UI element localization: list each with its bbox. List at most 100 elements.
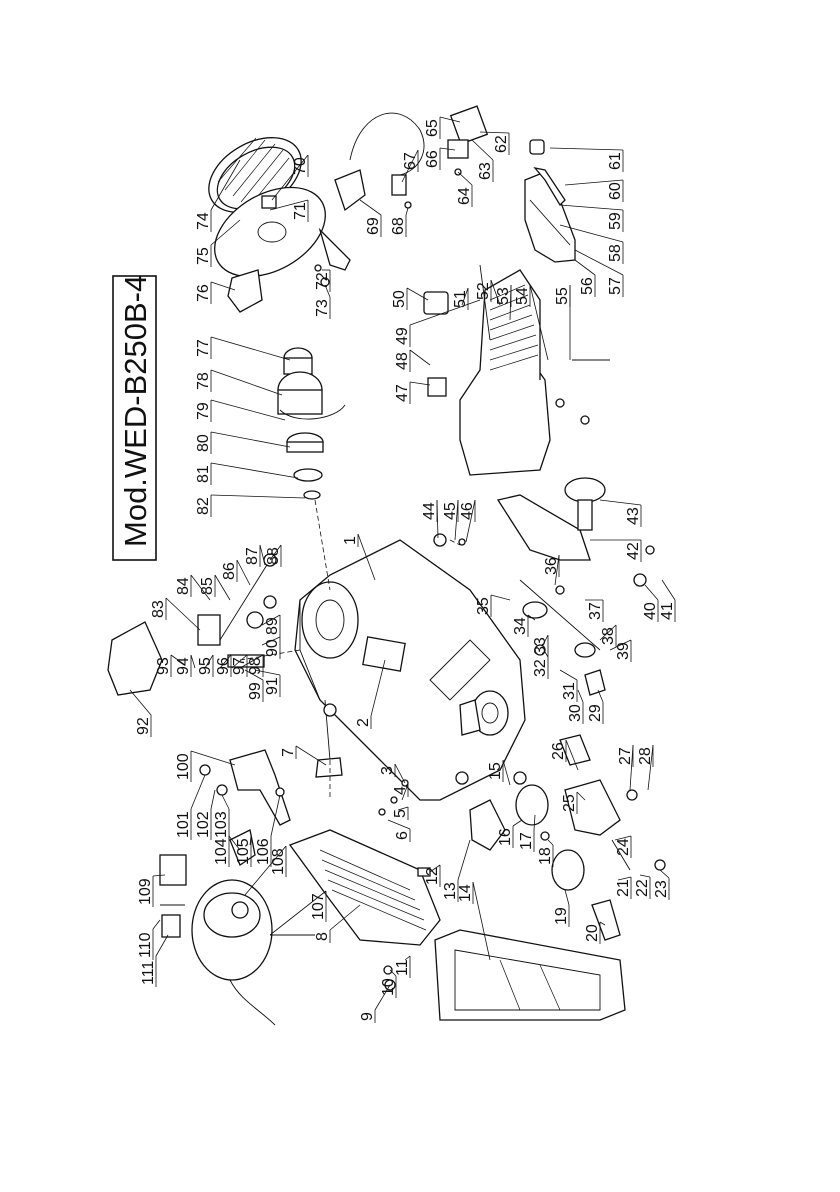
part-label-26: 26 [550, 739, 579, 771]
leader-line [269, 544, 282, 561]
leader-line [249, 835, 252, 846]
part-number: 82 [195, 497, 212, 515]
leader-line [152, 874, 166, 877]
part-number: 84 [175, 577, 192, 595]
part-number: 60 [607, 182, 624, 200]
part-label-96: 96 [215, 654, 232, 677]
part-label-68: 68 [390, 207, 409, 237]
part-number: 51 [452, 290, 469, 308]
part-number: 17 [518, 832, 535, 850]
part-number: 86 [221, 562, 238, 580]
part-number: 49 [394, 327, 411, 345]
part-label-40: 40 [642, 584, 659, 622]
leader-line [565, 739, 579, 771]
part-number: 110 [137, 932, 154, 958]
part-label-29: 29 [587, 689, 604, 724]
part-number: 99 [247, 682, 264, 700]
part-label-8: 8 [314, 904, 361, 943]
leader-line [542, 634, 549, 646]
leader-line [210, 789, 216, 810]
part-number: 29 [587, 704, 604, 722]
part-label-104: 104 [213, 835, 241, 867]
part-number: 21 [615, 879, 632, 897]
part-label-55: 55 [554, 285, 571, 360]
leader-line [190, 574, 211, 601]
part-label-103: 103 [213, 794, 230, 840]
leader-line [210, 431, 291, 448]
part-label-88: 88 [265, 544, 282, 567]
leader-line [374, 984, 391, 1011]
part-label-37: 37 [585, 599, 604, 622]
part-label-47: 47 [394, 381, 431, 404]
part-label-32: 32 [532, 651, 549, 679]
part-label-10: 10 [380, 969, 397, 998]
leader-line [609, 639, 632, 651]
part-label-86: 86 [221, 559, 251, 586]
part-label-83: 83 [150, 597, 201, 631]
leader-line [152, 919, 161, 930]
part-label-24: 24 [614, 835, 632, 858]
part-number: 44 [421, 502, 438, 520]
part-number: 108 [270, 848, 287, 875]
part-number: 85 [199, 577, 216, 595]
leader-line [576, 791, 586, 801]
leader-line [155, 934, 169, 957]
leader-line [512, 819, 523, 827]
part-number: 2 [355, 718, 372, 727]
leader-line [599, 921, 606, 926]
part-label-64: 64 [456, 171, 473, 207]
part-number: 93 [155, 657, 172, 675]
part-number: 57 [607, 277, 624, 295]
part-label-56: 56 [574, 259, 596, 297]
part-number: 34 [512, 617, 529, 635]
part-label-76: 76 [195, 281, 236, 304]
leader-line [406, 287, 429, 301]
part-number: 48 [394, 352, 411, 370]
part-number: 42 [625, 542, 642, 560]
leader-line [436, 499, 439, 539]
part-label-107: 107 [269, 890, 327, 936]
part-label-5: 5 [392, 806, 409, 820]
part-number: 3 [379, 766, 396, 775]
blade-and-cover [208, 137, 351, 313]
part-number: 77 [195, 339, 212, 357]
carriage-lower-assembly [469, 734, 666, 941]
part-label-34: 34 [512, 614, 536, 637]
part-label-58: 58 [559, 224, 624, 264]
part-label-95: 95 [197, 654, 214, 677]
part-number: 90 [264, 639, 281, 657]
part-number: 72 [314, 272, 331, 290]
part-number: 52 [475, 282, 492, 300]
leader-line [214, 574, 231, 601]
part-number: 83 [150, 600, 167, 618]
pusher-ribs [319, 849, 427, 931]
sharpener-cover [423, 264, 610, 476]
part-number: 19 [553, 907, 570, 925]
part-label-23: 23 [653, 869, 670, 900]
part-label-36: 36 [543, 554, 560, 586]
leader-line [210, 369, 283, 396]
part-number: 35 [475, 597, 492, 615]
leader-line [533, 814, 536, 831]
part-label-35: 35 [475, 594, 511, 617]
handle-cover [107, 621, 163, 696]
leader-line [401, 149, 419, 183]
part-label-62: 62 [479, 131, 510, 155]
part-label-105: 105 [235, 835, 252, 867]
leader-line [471, 139, 494, 161]
leader-line [359, 199, 382, 216]
leader-line [529, 284, 549, 361]
part-number: 30 [567, 704, 584, 722]
part-label-44: 44 [421, 499, 439, 539]
part-number: 40 [642, 602, 659, 620]
leader-line [210, 159, 241, 211]
part-label-50: 50 [391, 287, 429, 310]
part-label-45: 45 [442, 499, 459, 541]
food-pusher-plate [288, 829, 441, 946]
pulley-bearing-stack [277, 347, 346, 591]
leader-line [599, 624, 617, 641]
part-label-7: 7 [280, 745, 327, 766]
part-label-30: 30 [567, 689, 584, 724]
leader-line [439, 147, 456, 151]
leader-line [457, 171, 473, 186]
